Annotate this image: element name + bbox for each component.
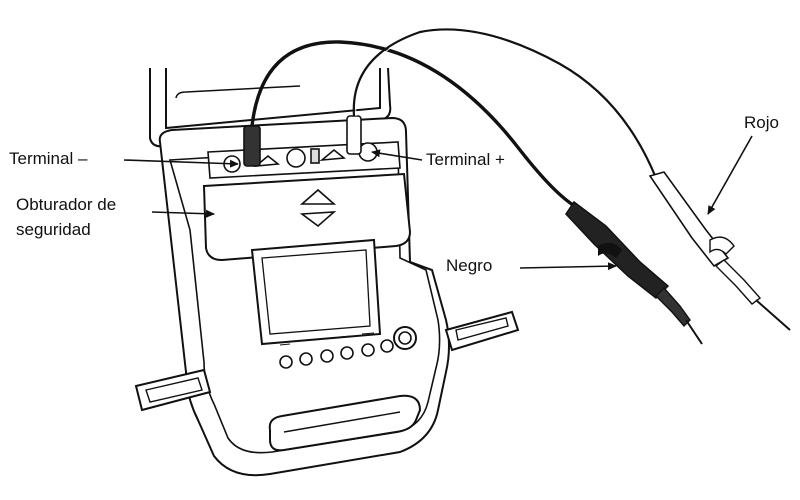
control-button: [299, 352, 313, 366]
control-button: [361, 343, 375, 357]
up-triangle-icon: [299, 188, 337, 205]
down-triangle-icon: [299, 211, 337, 228]
arrow-terminal-positive: [371, 149, 423, 161]
arrow-negro: [519, 262, 617, 271]
display-screen: [250, 238, 382, 346]
carry-handle: [268, 394, 422, 452]
control-button: [320, 349, 334, 363]
safety-shutter: [202, 172, 412, 262]
red-test-lead: [352, 28, 791, 331]
control-button: [279, 355, 293, 369]
button-row: [279, 326, 417, 369]
safety-shutter-label-line2: seguridad: [16, 220, 91, 239]
arrow-rojo: [707, 135, 753, 215]
handle-left: [134, 368, 212, 412]
black-test-lead: [250, 40, 703, 345]
callout-arrows: [123, 135, 753, 271]
safety-shutter-label: Obturador de seguridad: [16, 192, 116, 242]
control-button: [380, 339, 394, 353]
arrow-shutter: [151, 209, 215, 218]
red-lead-label: Rojo: [744, 113, 779, 132]
arrow-terminal-negative: [123, 159, 239, 168]
safety-shutter-label-line1: Obturador de: [16, 195, 117, 214]
control-button: [340, 346, 354, 360]
terminal-positive-label: Terminal +: [426, 150, 505, 169]
terminal-negative-label: Terminal –: [9, 149, 88, 168]
handle-right: [444, 310, 520, 352]
black-lead-label: Negro: [446, 256, 493, 275]
